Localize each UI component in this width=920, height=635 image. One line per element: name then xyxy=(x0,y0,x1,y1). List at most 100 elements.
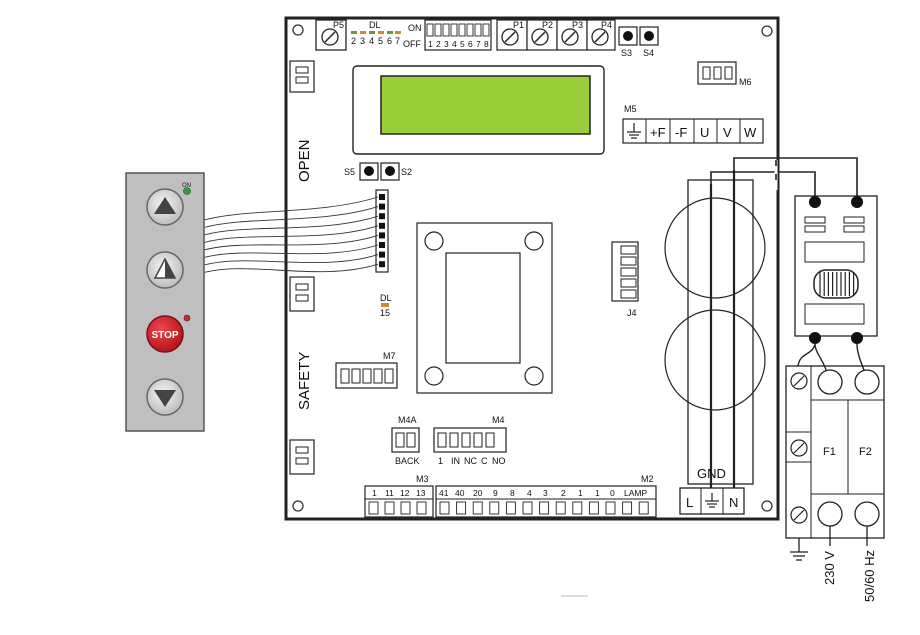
dip-number: 5 xyxy=(460,39,465,49)
dip-slot xyxy=(450,23,458,37)
m5-terminal-label: +F xyxy=(650,125,666,140)
stop-button[interactable]: STOP xyxy=(146,315,184,353)
connector-lower xyxy=(289,439,315,475)
terminal-slot xyxy=(489,501,500,515)
m2-terminal-number: 20 xyxy=(473,488,483,498)
connector-safety xyxy=(289,276,315,312)
m2-terminal-number: 1 xyxy=(578,488,583,498)
gnd-label: GND xyxy=(697,466,726,481)
m3-terminal-number: 12 xyxy=(400,488,410,498)
trimmer-p3[interactable]: P3 xyxy=(556,19,588,51)
dip-number: 2 xyxy=(436,39,441,49)
m2-terminal-number: 0 xyxy=(610,488,615,498)
dip-number: 8 xyxy=(484,39,489,49)
terminal-screw-icon xyxy=(817,501,843,527)
button-s4[interactable]: S4 xyxy=(639,26,659,58)
dl-number: 7 xyxy=(395,36,400,46)
open-button[interactable] xyxy=(146,188,184,226)
filter-capacitors xyxy=(664,197,766,411)
mounting-hole xyxy=(292,24,304,36)
m6-label: M6 xyxy=(739,77,752,87)
m3-terminal-number: 1 xyxy=(372,488,377,498)
m7-label: M7 xyxy=(383,351,396,361)
dl15-header: DL xyxy=(380,293,392,303)
m5-terminal-label: W xyxy=(744,125,757,140)
mounting-hole xyxy=(761,25,773,37)
mains-input: 230 V 50/60 Hz xyxy=(790,526,877,602)
button-s5[interactable]: S5 xyxy=(344,162,379,181)
m2-terminal-number: LAMP xyxy=(624,488,647,498)
trimmer-p4[interactable]: P4 xyxy=(586,19,616,51)
led-dl15: DL 15 xyxy=(380,293,392,318)
dip-number: 3 xyxy=(444,39,449,49)
m4a-label: M4A xyxy=(398,415,417,425)
connector-pin xyxy=(379,213,385,220)
connector-pin xyxy=(379,232,385,239)
dl-number: 5 xyxy=(378,36,383,46)
terminal-slot xyxy=(605,501,616,515)
m4-terminal-label: NC xyxy=(464,456,477,466)
terminal-slot xyxy=(368,501,379,515)
trimmer-p2[interactable]: P2 xyxy=(526,19,558,51)
m4-terminal-label: NO xyxy=(492,456,506,466)
fuse-f1-label: F1 xyxy=(823,446,836,458)
connector-pin xyxy=(379,251,385,258)
trimmer-p5[interactable]: P5 xyxy=(315,19,347,51)
terminal-slot xyxy=(572,501,583,515)
pushbutton-icon xyxy=(385,166,395,176)
emi-filter xyxy=(794,195,878,344)
terminal-slot xyxy=(439,501,450,515)
terminal-n-label: N xyxy=(729,495,738,510)
transformer xyxy=(416,222,553,394)
dip-slot xyxy=(434,23,442,37)
trimmer-p1-label: P1 xyxy=(513,20,524,30)
dip-switch-bank[interactable]: ON OFF 1 2 3 4 5 6 7 8 xyxy=(403,19,492,51)
terminal-strip-m2: M2 41 40 20 9 8 4 3 2 1 1 0 LAMP xyxy=(435,474,657,518)
button-s3-label: S3 xyxy=(621,48,632,58)
partial-open-button[interactable] xyxy=(146,251,184,289)
arrow-down-icon xyxy=(154,390,176,407)
button-s2-label: S2 xyxy=(401,167,412,177)
stop-label: STOP xyxy=(151,330,178,341)
dl15-number: 15 xyxy=(380,308,390,318)
terminal-screw-icon xyxy=(854,369,880,395)
terminal-strip-m5: M5 +F -F U V W xyxy=(622,104,764,144)
m3-terminal-number: 13 xyxy=(416,488,426,498)
close-button[interactable] xyxy=(146,378,184,416)
dl-number: 2 xyxy=(351,36,356,46)
dip-slot xyxy=(458,23,466,37)
screw-icon xyxy=(524,231,544,251)
dip-switch-m7[interactable]: M7 xyxy=(335,351,398,389)
trimmer-p5-label: P5 xyxy=(333,20,344,30)
terminal-screw-icon xyxy=(809,332,821,344)
power-wires xyxy=(710,157,858,196)
m4-terminal-label: C xyxy=(481,456,488,466)
m3-label: M3 xyxy=(416,474,429,484)
m2-terminal-number: 2 xyxy=(561,488,566,498)
power-input-block: GND L N xyxy=(679,170,754,515)
dip-number: 1 xyxy=(428,39,433,49)
pushbutton-icon xyxy=(364,166,374,176)
fuse-terminal-block: F1 F2 xyxy=(785,365,885,539)
led-icon xyxy=(381,303,389,307)
back-label: BACK xyxy=(395,456,420,466)
ground-icon xyxy=(790,551,808,561)
terminal-screw-icon xyxy=(851,196,863,208)
choke-coil-icon xyxy=(813,269,859,299)
supply-frequency-label: 50/60 Hz xyxy=(862,550,877,602)
safety-label: SAFETY xyxy=(296,352,313,410)
ribbon-cable xyxy=(203,196,379,273)
dip-slot xyxy=(474,23,482,37)
m4-terminal-label: IN xyxy=(451,456,460,466)
button-s3[interactable]: S3 xyxy=(618,26,638,58)
mounting-hole xyxy=(761,500,773,512)
pushbutton-icon xyxy=(644,31,654,41)
trimmer-p1[interactable]: P1 xyxy=(496,19,528,51)
m4-label: M4 xyxy=(492,415,505,425)
ribbon-wire xyxy=(203,215,379,236)
m2-label: M2 xyxy=(641,474,654,484)
terminal-screw-icon xyxy=(809,196,821,208)
button-s2[interactable]: S2 xyxy=(380,162,412,181)
m5-terminal-label: -F xyxy=(675,125,687,140)
